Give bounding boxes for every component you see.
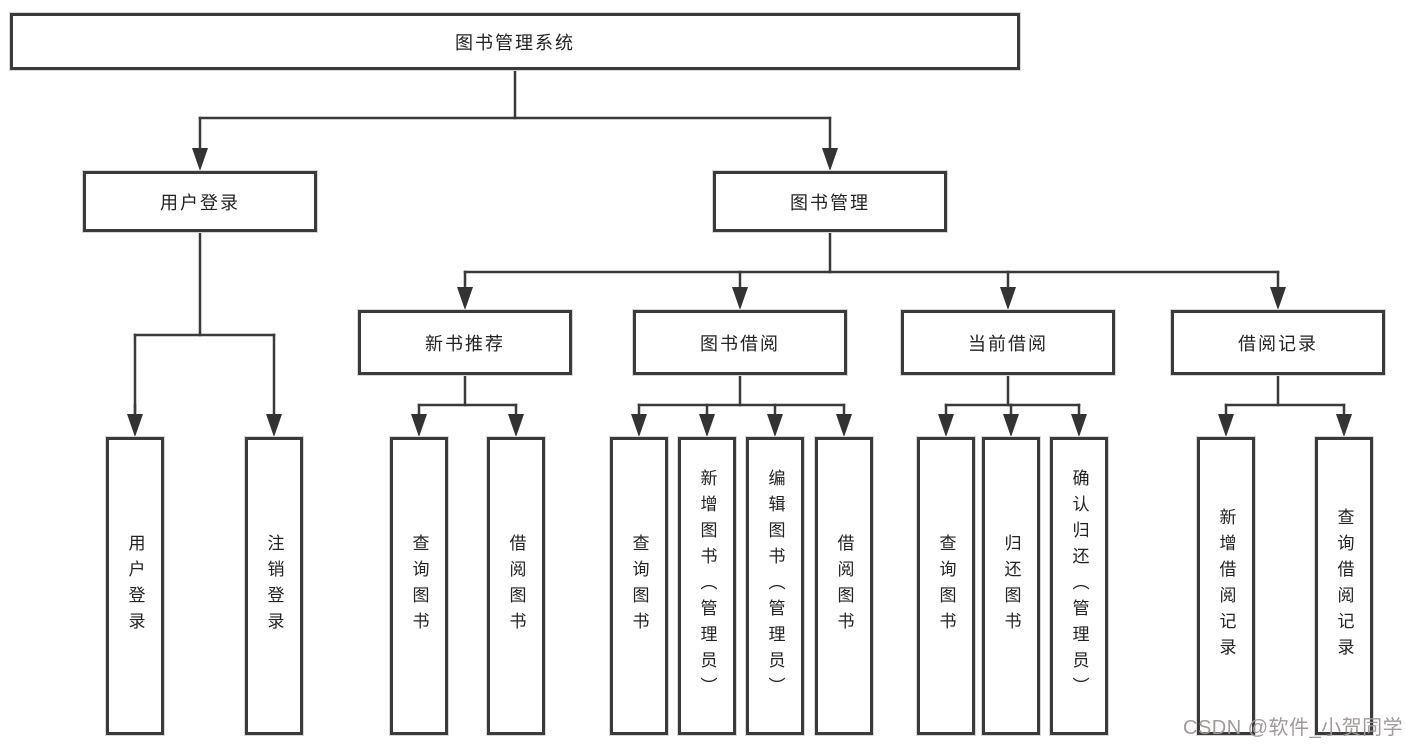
arrow-down-icon bbox=[266, 414, 282, 437]
leaf-bb-query-books: 查询图书 bbox=[610, 437, 668, 735]
node-borrow-records: 借阅记录 bbox=[1171, 310, 1385, 375]
leaf-cb-query-books: 查询图书 bbox=[917, 437, 975, 735]
arrow-down-icon bbox=[1336, 414, 1352, 437]
arrow-down-icon bbox=[1071, 414, 1087, 437]
arrow-down-icon bbox=[1218, 414, 1234, 437]
leaf-cb-confirm-return-admin: 确认归还（管理员） bbox=[1050, 437, 1108, 735]
node-new-book-rec: 新书推荐 bbox=[358, 310, 572, 375]
arrow-down-icon bbox=[1000, 287, 1016, 310]
leaf-rec-borrow-books: 借阅图书 bbox=[487, 437, 545, 735]
arrowheads bbox=[127, 148, 1352, 437]
node-book-mgmt: 图书管理 bbox=[713, 171, 947, 232]
arrow-down-icon bbox=[192, 148, 208, 171]
leaf-rec-query-books: 查询图书 bbox=[390, 437, 448, 735]
leaf-bb-borrow-books: 借阅图书 bbox=[815, 437, 873, 735]
leaf-br-add-record: 新增借阅记录 bbox=[1197, 437, 1255, 735]
node-user-login: 用户登录 bbox=[83, 171, 317, 232]
arrow-down-icon bbox=[699, 414, 715, 437]
arrow-down-icon bbox=[822, 148, 838, 171]
arrow-down-icon bbox=[411, 414, 427, 437]
arrow-down-icon bbox=[127, 414, 143, 437]
arrow-down-icon bbox=[631, 414, 647, 437]
leaf-cb-return-books: 归还图书 bbox=[982, 437, 1040, 735]
node-book-borrow: 图书借阅 bbox=[633, 310, 847, 375]
arrow-down-icon bbox=[1270, 287, 1286, 310]
leaf-logout: 注销登录 bbox=[245, 437, 303, 735]
arrow-down-icon bbox=[732, 287, 748, 310]
leaf-user-login: 用户登录 bbox=[106, 437, 164, 735]
node-root: 图书管理系统 bbox=[10, 13, 1020, 70]
arrow-down-icon bbox=[767, 414, 783, 437]
arrow-down-icon bbox=[508, 414, 524, 437]
node-current-borrow: 当前借阅 bbox=[901, 310, 1115, 375]
arrow-down-icon bbox=[836, 414, 852, 437]
leaf-br-query-record: 查询借阅记录 bbox=[1315, 437, 1373, 735]
arrow-down-icon bbox=[938, 414, 954, 437]
arrow-down-icon bbox=[1003, 414, 1019, 437]
csdn-watermark: CSDN @软件_小贺同学 bbox=[1183, 717, 1404, 739]
arrow-down-icon bbox=[457, 287, 473, 310]
leaf-bb-add-books-admin: 新增图书（管理员） bbox=[678, 437, 736, 735]
leaf-bb-edit-books-admin: 编辑图书（管理员） bbox=[746, 437, 804, 735]
